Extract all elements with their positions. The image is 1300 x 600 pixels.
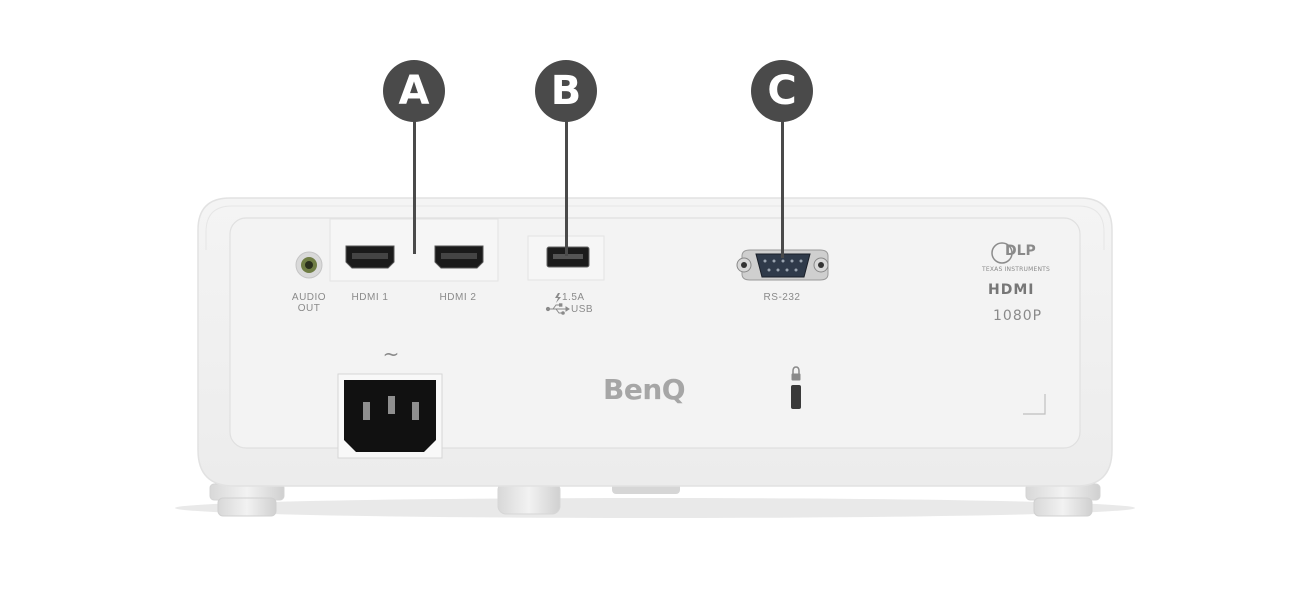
dlp-maker-label: TEXAS INSTRUMENTS [982, 266, 1051, 273]
usb-icon [545, 303, 570, 315]
hdmi2-label: HDMI 2 [439, 292, 477, 303]
usb-port[interactable] [546, 246, 590, 268]
callout-a: A [383, 60, 445, 122]
callout-c-stem [781, 118, 784, 258]
hdmi1-label: HDMI 1 [351, 292, 389, 303]
dlp-logo: DLP [1005, 243, 1036, 259]
audio-out-jack[interactable] [295, 251, 323, 279]
lock-icon [791, 366, 801, 381]
rs232-label: RS-232 [763, 292, 801, 303]
hdmi-logo: HDMI [988, 282, 1035, 298]
audio-out-label-line1: AUDIO [291, 292, 327, 303]
usb-power-label: 1.5A [562, 292, 585, 303]
callout-c: C [751, 60, 813, 122]
callout-b-stem [565, 118, 568, 256]
callout-a-stem [413, 118, 416, 254]
rs232-port[interactable] [736, 249, 829, 281]
audio-out-label-line2: OUT [297, 303, 321, 314]
ground-shadow [175, 498, 1135, 518]
benq-logo: BenQ [603, 373, 686, 406]
usb-label: USB [571, 304, 594, 315]
resolution-label: 1080P [993, 308, 1043, 324]
corner-mark [1023, 394, 1046, 415]
ac-power-icon: ~ [382, 342, 400, 366]
ac-power-inlet[interactable] [337, 373, 443, 459]
lightning-icon [555, 293, 561, 303]
lock-slot[interactable] [791, 385, 801, 409]
hdmi1-port[interactable] [345, 245, 395, 269]
audio-out-label: AUDIO OUT [279, 292, 339, 314]
dlp-logo-circle [991, 242, 1013, 264]
hdmi2-port[interactable] [434, 245, 484, 269]
foot-right [1025, 483, 1101, 517]
callout-b: B [535, 60, 597, 122]
foot-left [209, 483, 285, 517]
